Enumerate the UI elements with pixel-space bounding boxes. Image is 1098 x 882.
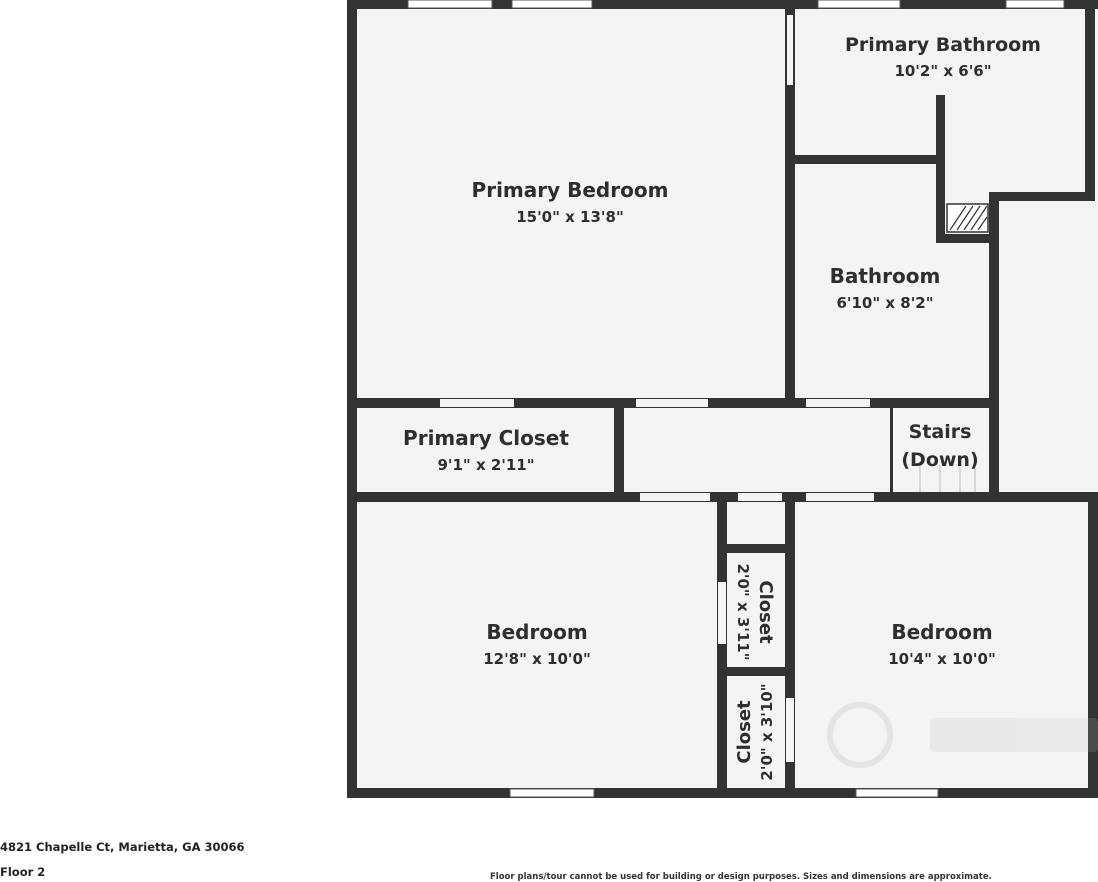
room-name-primary-closet: Primary Closet bbox=[403, 426, 569, 450]
room-dims-primary-bathroom: 10'2" x 6'6" bbox=[894, 62, 991, 80]
room-dims-bedroom-right: 10'4" x 10'0" bbox=[888, 650, 996, 668]
room-name-bedroom-left: Bedroom bbox=[486, 620, 587, 644]
room-dims-closet-upper: 2'0" x 3'11" bbox=[734, 563, 752, 660]
floor-label: Floor 2 bbox=[0, 865, 46, 879]
room-name-bathroom: Bathroom bbox=[830, 264, 941, 288]
room-name-closet-lower: Closet bbox=[734, 700, 755, 764]
duct-shaft bbox=[946, 203, 989, 233]
stairs-label-line1: Stairs bbox=[909, 421, 972, 443]
room-labels: Primary Bedroom 15'0" x 13'8" Primary Ba… bbox=[403, 34, 1041, 781]
stairs-label-line2: (Down) bbox=[901, 449, 978, 471]
watermark-logo bbox=[827, 702, 1098, 768]
stairs-treads bbox=[919, 465, 976, 492]
windows bbox=[407, 0, 1065, 798]
room-name-primary-bathroom: Primary Bathroom bbox=[845, 34, 1041, 56]
room-dims-bathroom: 6'10" x 8'2" bbox=[836, 294, 933, 312]
room-dims-primary-closet: 9'1" x 2'11" bbox=[437, 456, 534, 474]
walls bbox=[347, 0, 1098, 798]
room-name-closet-upper: Closet bbox=[755, 580, 776, 644]
room-dims-closet-lower: 2'0" x 3'10" bbox=[758, 683, 776, 780]
room-dims-bedroom-left: 12'8" x 10'0" bbox=[483, 650, 591, 668]
disclaimer-text: Floor plans/tour cannot be used for buil… bbox=[490, 872, 992, 882]
room-name-primary-bedroom: Primary Bedroom bbox=[472, 178, 669, 202]
room-dims-primary-bedroom: 15'0" x 13'8" bbox=[516, 208, 624, 226]
room-name-bedroom-right: Bedroom bbox=[891, 620, 992, 644]
door-openings bbox=[440, 15, 874, 762]
property-address: 4821 Chapelle Ct, Marietta, GA 30066 bbox=[0, 840, 245, 854]
